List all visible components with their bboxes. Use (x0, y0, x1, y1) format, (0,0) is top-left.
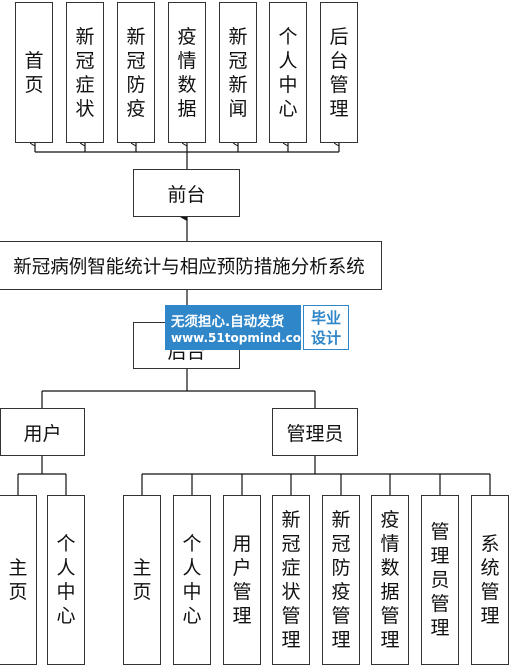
system-title-box: 新冠病例智能统计与相应预防措施分析系统 (0, 241, 382, 290)
admin-module-personal: 个人中心 (173, 495, 211, 665)
module-label: 个人中心 (182, 533, 202, 627)
module-label: 主页 (132, 557, 152, 603)
module-label: 个人中心 (56, 533, 76, 627)
module-label: 疫情数据管理 (380, 509, 400, 651)
admin-module-symptom-mgmt: 新冠症状管理 (272, 495, 310, 665)
watermark-url: www.51topmind.com (171, 331, 314, 345)
admin-module-prevention-mgmt: 新冠防疫管理 (322, 495, 360, 665)
admin-module-admin-mgmt: 管理员管理 (421, 495, 459, 665)
frontend-module-news: 新冠新闻 (219, 2, 257, 143)
frontend-node: 前台 (133, 169, 240, 217)
user-module-personal: 个人中心 (47, 495, 85, 665)
admin-module-user-mgmt: 用户管理 (223, 495, 261, 665)
admin-role-node: 管理员 (272, 408, 358, 456)
module-label: 新冠新闻 (228, 25, 248, 120)
frontend-label: 前台 (167, 183, 206, 206)
module-label: 新冠症状管理 (281, 509, 301, 651)
frontend-module-admin: 后台管理 (320, 2, 358, 143)
module-label: 疫情数据 (177, 25, 197, 120)
user-label: 用户 (23, 422, 62, 445)
watermark-banner: 无须担心.自动发货 www.51topmind.com (165, 305, 314, 350)
system-title: 新冠病例智能统计与相应预防措施分析系统 (13, 256, 365, 278)
frontend-module-symptom: 新冠症状 (66, 2, 104, 143)
frontend-module-personal: 个人中心 (269, 2, 307, 143)
watermark-badge: 毕业设计 (303, 305, 349, 350)
admin-module-home: 主页 (123, 495, 161, 665)
module-label: 管理员管理 (430, 521, 450, 639)
module-label: 新冠症状 (75, 25, 95, 120)
admin-label: 管理员 (286, 422, 344, 445)
module-label: 新冠防疫 (126, 25, 146, 120)
module-label: 系统管理 (480, 533, 500, 627)
module-label: 主页 (8, 557, 28, 603)
user-module-home: 主页 (0, 495, 37, 665)
user-role-node: 用户 (0, 408, 85, 456)
module-label: 新冠防疫管理 (331, 509, 351, 651)
module-label: 个人中心 (278, 25, 298, 120)
admin-module-system-mgmt: 系统管理 (471, 495, 509, 665)
module-label: 后台管理 (329, 25, 349, 120)
frontend-module-home: 首页 (15, 2, 53, 143)
frontend-module-epidemic-data: 疫情数据 (168, 2, 206, 143)
module-label: 用户管理 (232, 533, 252, 627)
module-label: 首页 (24, 49, 44, 96)
watermark-line1: 无须担心.自动发货 (171, 314, 285, 330)
admin-module-epidemic-data-mgmt: 疫情数据管理 (371, 495, 409, 665)
watermark: 无须担心.自动发货 www.51topmind.com 毕业设计 (165, 305, 349, 350)
frontend-module-prevention: 新冠防疫 (117, 2, 155, 143)
